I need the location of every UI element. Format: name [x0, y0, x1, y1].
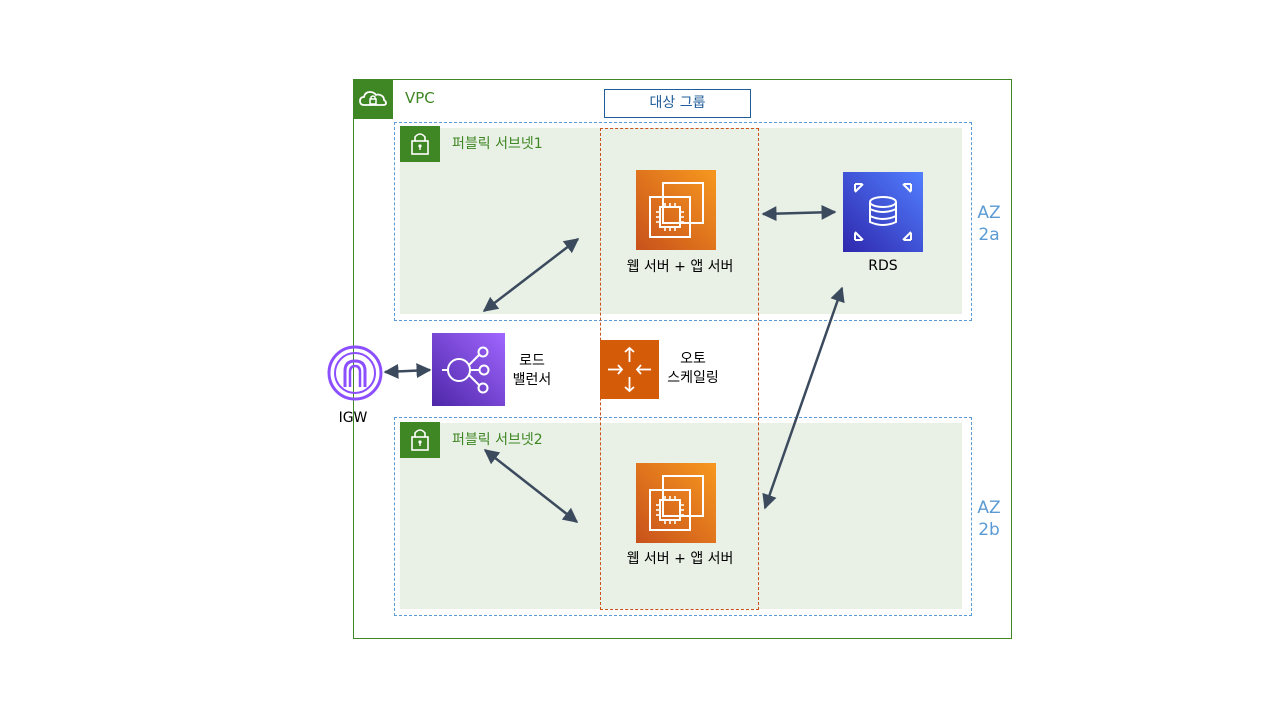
igw-label: IGW — [338, 410, 368, 426]
az-2b-box — [394, 417, 972, 616]
database-icon — [843, 172, 923, 252]
target-group-label: 대상 그룹 — [604, 89, 751, 118]
vpc-container — [353, 79, 1012, 639]
ec2-1-label: 웹 서버 + 앱 서버 — [626, 259, 734, 275]
cloud-lock-icon — [353, 79, 393, 119]
ec2-instance-icon — [636, 170, 716, 250]
arrow-ec2-1-rds — [761, 204, 837, 222]
ec2-instance-icon — [636, 463, 716, 543]
lock-icon — [400, 422, 440, 458]
arrow-elb-ec2-2 — [483, 449, 579, 523]
arrow-igw-elb — [383, 363, 432, 379]
ec2-2-label: 웹 서버 + 앱 서버 — [626, 551, 734, 567]
internet-gateway-icon — [327, 345, 383, 401]
rds-label: RDS — [868, 258, 898, 274]
auto-scaling-icon — [600, 340, 659, 399]
arrow-ec2-2-rds — [762, 286, 845, 510]
load-balancer-icon — [432, 333, 505, 406]
lock-icon — [400, 126, 440, 162]
vpc-label: VPC — [405, 89, 435, 107]
arrow-elb-ec2-1 — [482, 238, 580, 312]
az-2a-box — [394, 122, 972, 321]
subnet-1-label: 퍼블릭 서브넷1 — [452, 136, 543, 152]
subnet-2-label: 퍼블릭 서브넷2 — [452, 432, 543, 448]
